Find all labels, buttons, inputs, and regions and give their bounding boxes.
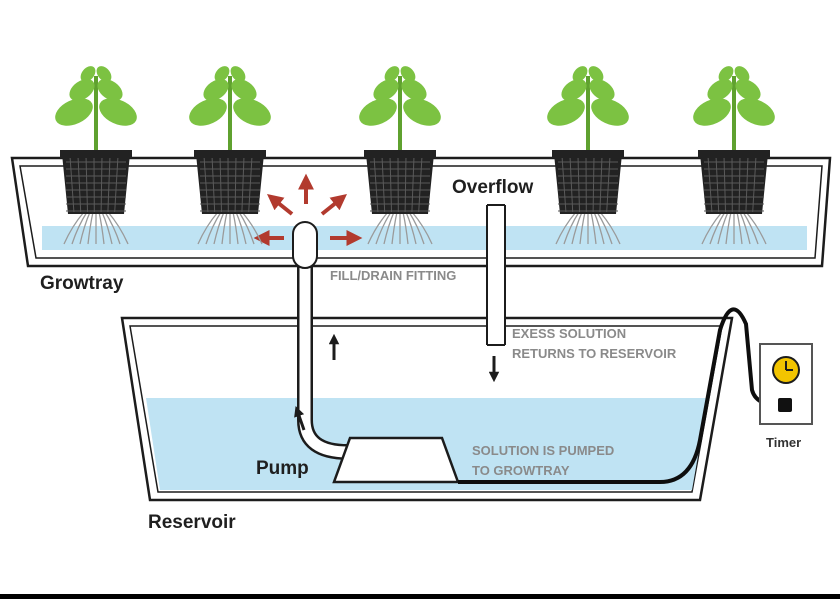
label-fill-drain-fitting: FILL/DRAIN FITTING: [330, 268, 456, 283]
label-reservoir: Reservoir: [148, 512, 236, 533]
fill-drain-fitting: [293, 222, 317, 268]
label-pumped-line2: TO GROWTRAY: [472, 463, 570, 478]
growtray-solution-right: [505, 226, 807, 250]
label-timer: Timer: [766, 435, 801, 450]
label-pumped-line1: SOLUTION IS PUMPED: [472, 443, 614, 458]
label-excess-line2: RETURNS TO RESERVOIR: [512, 346, 677, 361]
overflow-pipe: [487, 205, 505, 345]
label-growtray: Growtray: [40, 273, 124, 294]
timer-plug-icon: [778, 398, 792, 412]
timer: [760, 344, 812, 424]
label-overflow: Overflow: [452, 177, 534, 198]
pump: [334, 438, 458, 482]
label-excess-line1: EXESS SOLUTION: [512, 326, 626, 341]
label-pump: Pump: [256, 458, 309, 479]
